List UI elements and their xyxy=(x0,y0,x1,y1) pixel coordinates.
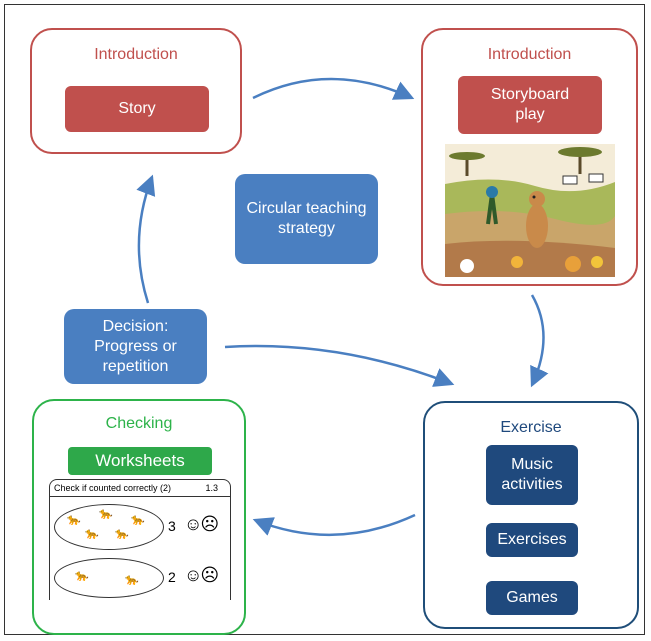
smiley-face-icon: ☺ xyxy=(184,565,202,585)
cheetah-icon: 🐆 xyxy=(75,570,89,582)
meerkat-illustration xyxy=(445,144,615,277)
music-activities-pill: Music activities xyxy=(486,445,578,505)
row2-count: 2 xyxy=(168,569,176,585)
cheetah-icon: 🐆 xyxy=(99,508,113,520)
cheetah-icon: 🐆 xyxy=(125,574,139,586)
intro-story-box: Introduction Story xyxy=(30,28,242,154)
smiley-sad-faces-row1: ☺☹ xyxy=(184,514,219,535)
exercises-pill: Exercises xyxy=(486,523,578,557)
exercise-title: Exercise xyxy=(500,419,562,436)
checking-title: Checking xyxy=(105,415,173,432)
sad-face-icon: ☹ xyxy=(200,514,219,534)
worksheets-pill: Worksheets xyxy=(68,447,212,475)
counting-oval-1: 🐆 🐆 🐆 🐆 🐆 xyxy=(54,504,164,550)
arrow-decision-to-story xyxy=(136,174,156,304)
circular-strategy-label: Circular teaching strategy xyxy=(235,174,378,264)
story-pill: Story xyxy=(65,86,209,132)
games-pill: Games xyxy=(486,581,578,615)
cheetah-icon: 🐆 xyxy=(131,514,145,526)
storyboard-pill: Storyboard play xyxy=(458,76,602,134)
counting-oval-2: 🐆 🐆 xyxy=(54,558,164,598)
smiley-sad-faces-row2: ☺☹ xyxy=(184,565,219,586)
intro-left-title: Introduction xyxy=(94,46,178,63)
cheetah-icon: 🐆 xyxy=(67,514,81,526)
cheetah-icon: 🐆 xyxy=(85,528,99,540)
worksheet-sheet: Check if counted correctly (2) 1.3 🐆 🐆 🐆… xyxy=(49,479,231,600)
decision-label: Decision: Progress or repetition xyxy=(64,309,207,384)
diagram-frame xyxy=(4,4,645,635)
arrow-exercise-to-checking xyxy=(252,513,416,537)
worksheet-title: Check if counted correctly (2) xyxy=(54,483,172,493)
sad-face-icon: ☹ xyxy=(200,565,219,585)
worksheet-code: 1.3 xyxy=(205,483,218,493)
intro-storyboard-box: Introduction Storyboard play xyxy=(421,28,638,286)
row1-count: 3 xyxy=(168,518,176,534)
cheetah-icon: 🐆 xyxy=(115,528,129,540)
arrow-story-to-storyboard xyxy=(252,77,415,100)
meerkat-icon xyxy=(526,191,548,248)
intro-right-title: Introduction xyxy=(487,46,572,63)
smiley-face-icon: ☺ xyxy=(184,514,202,534)
arrow-decision-to-exercise xyxy=(224,344,455,387)
zebra-icon xyxy=(562,173,604,185)
arrow-storyboard-to-exercise xyxy=(530,294,549,388)
checking-box: Checking Worksheets Check if counted cor… xyxy=(32,399,246,635)
exercise-box: Exercise Music activities Exercises Game… xyxy=(423,401,639,629)
